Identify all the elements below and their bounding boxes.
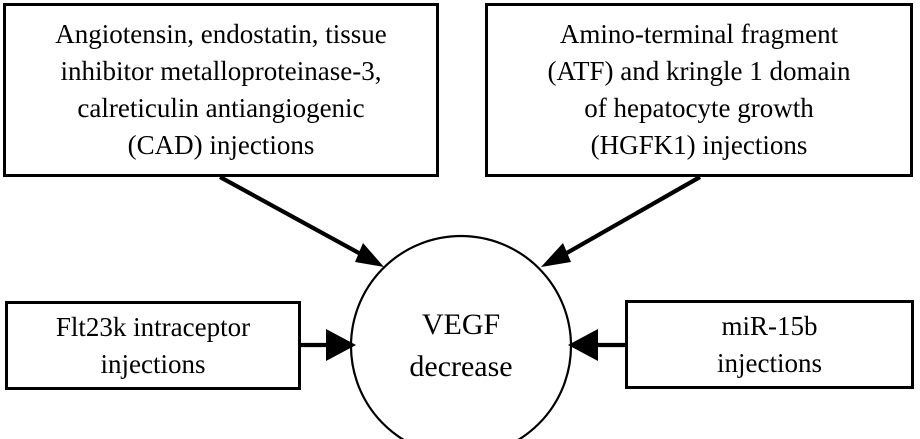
node-flt23k-line-2: injections <box>100 348 206 379</box>
node-flt23k-line-1: Flt23k intraceptor <box>55 311 251 342</box>
center-node-label: VEGF decrease <box>351 236 571 439</box>
arrowhead-icon <box>355 243 384 267</box>
node-cad-injections: Angiotensin, endostatin, tissue inhibito… <box>3 3 439 177</box>
center-line-1: VEGF <box>421 308 501 341</box>
node-cad-line-2: inhibitor metalloproteinase-3, <box>60 56 382 86</box>
node-atf-line-4: (HGFK1) injections <box>590 130 808 160</box>
node-mir15b-line-2: injections <box>717 347 822 378</box>
node-atf-line-1: Amino-terminal fragment <box>559 19 839 49</box>
node-atf-line-2: (ATF) and kringle 1 domain <box>547 56 851 86</box>
center-line-2: decrease <box>409 350 513 383</box>
node-atf-hgfk1-injections: Amino-terminal fragment (ATF) and kringl… <box>485 3 913 177</box>
arrowhead-icon <box>326 329 356 361</box>
edge-atf-to-center <box>541 175 702 267</box>
edge-mir15b-to-center <box>568 329 625 361</box>
node-mir15b-injections: miR-15b injections <box>625 300 914 389</box>
arrowhead-icon <box>568 329 598 361</box>
edge-flt23k-to-center <box>301 329 356 361</box>
node-mir15b-line-1: miR-15b <box>721 310 818 341</box>
node-cad-line-3: calreticulin antiangiogenic <box>77 93 365 123</box>
node-atf-line-3: of hepatocyte growth <box>584 93 814 123</box>
node-cad-line-1: Angiotensin, endostatin, tissue <box>55 19 387 49</box>
node-cad-line-4: (CAD) injections <box>127 130 315 160</box>
edge-cad-to-center <box>218 175 384 267</box>
arrowhead-icon <box>541 243 571 267</box>
node-flt23k-injections: Flt23k intraceptor injections <box>5 301 301 390</box>
